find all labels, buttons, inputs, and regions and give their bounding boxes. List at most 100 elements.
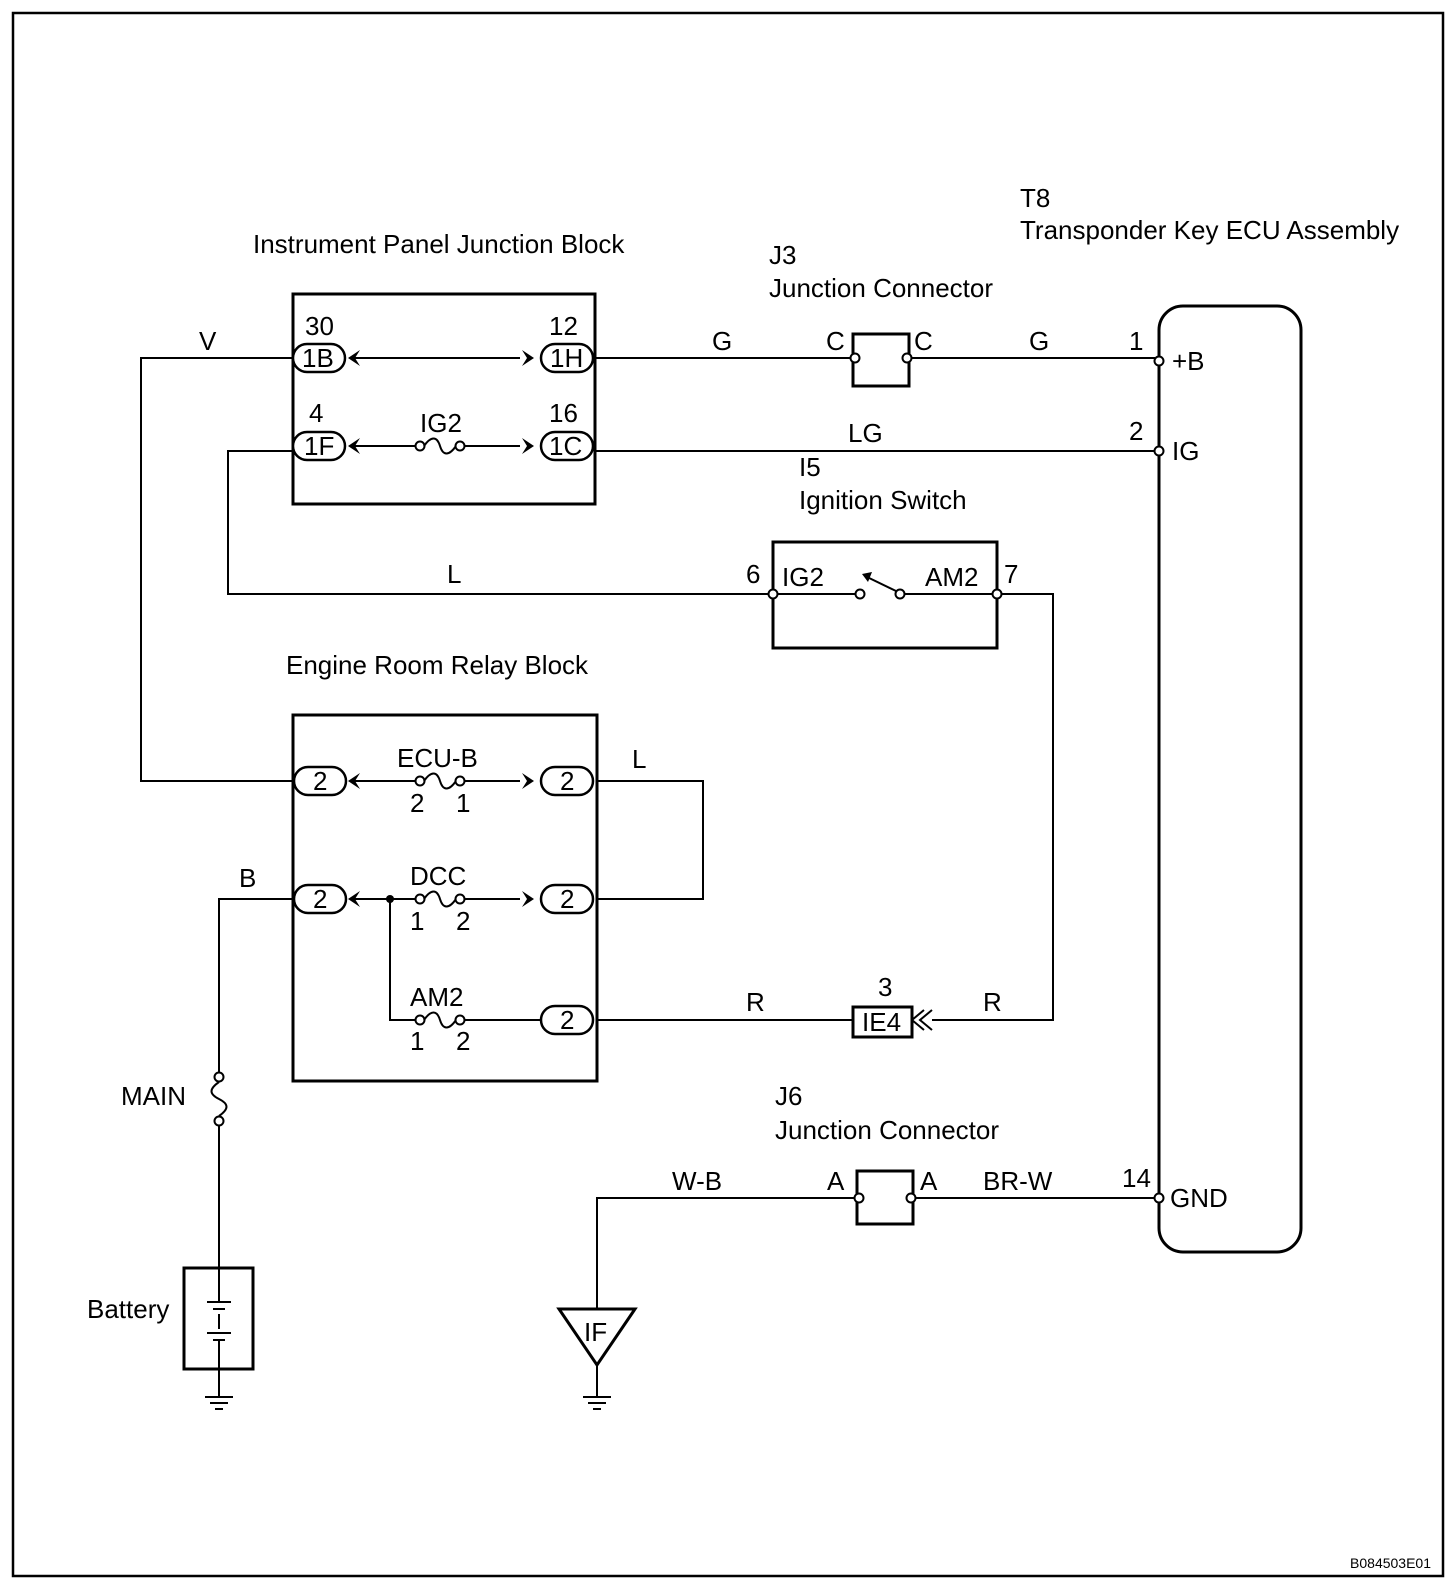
j6-id: J6 (775, 1081, 802, 1111)
i5-pin-7-icon (991, 588, 1003, 600)
fuse-am2-label: AM2 (410, 982, 463, 1012)
wire-l-ig-label: L (447, 559, 461, 589)
ipjb-title: Instrument Panel Junction Block (253, 229, 625, 259)
t8-pin-14-icon (1153, 1192, 1165, 1204)
errb-connector-dcc-right-label: 2 (560, 884, 574, 914)
main-fuse-label: MAIN (121, 1081, 186, 1111)
wire-r-right (932, 593, 1054, 1021)
arrow-dcc-right (522, 891, 534, 907)
i5-pin-7-num: 7 (1004, 559, 1018, 589)
t8-pin-14-num: 14 (1122, 1163, 1151, 1193)
connector-1c-label: 1C (549, 431, 582, 461)
t8-name: Transponder Key ECU Assembly (1020, 215, 1399, 245)
diagram-frame (11, 11, 1445, 1578)
j3-connector-body (851, 332, 911, 388)
j6-connector-body (855, 1169, 915, 1226)
wire-r-left-label: R (746, 987, 765, 1017)
fuse-dcc-label: DCC (410, 861, 466, 891)
wire-g-right-label: G (1029, 326, 1049, 356)
ie4-female-terminal-icon (910, 1009, 933, 1031)
fuse-dcc-right-pin: 2 (456, 906, 470, 936)
fuse-dcc-icon (414, 890, 466, 908)
arrow-1c (522, 438, 534, 454)
t8-pin-2-term: IG (1172, 436, 1199, 466)
battery-ground-icon (205, 1369, 233, 1410)
fuse-am2-left-pin: 1 (410, 1026, 424, 1056)
wire-g-left-label: G (712, 326, 732, 356)
errb-wire-splice-am2 (389, 899, 417, 1021)
j6-pin-right-icon (905, 1192, 917, 1204)
t8-pin-14-term: GND (1170, 1183, 1228, 1213)
fuse-ig2-icon (414, 437, 466, 455)
wire-wb (596, 1197, 855, 1309)
t8-pin-2-icon (1153, 445, 1165, 457)
wire-v (140, 357, 293, 782)
wire-l-ig (227, 450, 769, 595)
ground-if-label: IF (584, 1317, 607, 1347)
fuse-am2-right-pin: 2 (456, 1026, 470, 1056)
ignition-switch-contact-icon (777, 572, 993, 600)
wire-l-dcc-label: L (632, 744, 646, 774)
i5-term-ig2: IG2 (782, 562, 824, 592)
wire-b-label: B (239, 863, 256, 893)
j6-pin-left-label: A (827, 1166, 845, 1196)
i5-pin-6-num: 6 (746, 559, 760, 589)
t8-pin-2-num: 2 (1129, 416, 1143, 446)
t8-ecu-body (1157, 304, 1303, 1254)
ipjb-pin-4: 4 (309, 398, 323, 428)
ipjb-pin-12: 12 (549, 311, 578, 341)
wire-l-dcc (597, 780, 704, 900)
arrow-1h (522, 350, 534, 366)
ie4-pin: 3 (878, 972, 892, 1002)
j3-name: Junction Connector (769, 273, 993, 303)
wire-v-label: V (199, 326, 217, 356)
fuse-ecub-label: ECU-B (397, 743, 478, 773)
ipjb-box (291, 292, 597, 506)
t8-pin-1-num: 1 (1129, 326, 1143, 356)
wire-lg-label: LG (848, 418, 883, 448)
ipjb-pin-30: 30 (305, 311, 334, 341)
j3-id: J3 (769, 240, 796, 270)
j6-pin-left-icon (853, 1192, 865, 1204)
errb-connector-dcc-left-label: 2 (313, 884, 327, 914)
fuse-ecub-right-pin: 1 (456, 788, 470, 818)
j6-pin-right-label: A (920, 1166, 938, 1196)
main-fuse-icon (210, 1071, 228, 1127)
fuse-ig2-label: IG2 (420, 408, 462, 438)
wire-r-right-label: R (983, 987, 1002, 1017)
j3-pin-right-icon (901, 352, 913, 364)
fuse-ecub-left-pin: 2 (410, 788, 424, 818)
t8-pin-1-term: +B (1172, 346, 1205, 376)
i5-pin-6-icon (767, 588, 779, 600)
battery-label: Battery (87, 1294, 169, 1324)
connector-1f-label: 1F (304, 431, 334, 461)
connector-1b-label: 1B (302, 343, 334, 373)
wire-b (218, 898, 293, 1072)
errb-title: Engine Room Relay Block (286, 650, 589, 680)
ie4-id: IE4 (862, 1007, 901, 1037)
ipjb-pin-16: 16 (549, 398, 578, 428)
j3-pin-left-icon (849, 352, 861, 364)
wire-wb-label: W-B (672, 1166, 722, 1196)
arrow-ecub-right (522, 773, 534, 789)
fuse-am2-icon (414, 1011, 466, 1029)
connector-1h-label: 1H (550, 343, 583, 373)
i5-id: I5 (799, 452, 821, 482)
fuse-dcc-left-pin: 1 (410, 906, 424, 936)
wire-brw-label: BR-W (983, 1166, 1053, 1196)
j3-pin-right-label: C (914, 326, 933, 356)
errb-connector-ecub-right-label: 2 (560, 766, 574, 796)
fuse-ecub-icon (414, 772, 466, 790)
t8-id: T8 (1020, 183, 1050, 213)
t8-pin-1-icon (1153, 355, 1165, 367)
i5-name: Ignition Switch (799, 485, 967, 515)
j3-pin-left-label: C (826, 326, 845, 356)
ground-if-icon (583, 1365, 611, 1410)
j6-name: Junction Connector (775, 1115, 999, 1145)
errb-connector-am2-right-label: 2 (560, 1005, 574, 1035)
battery-icon (207, 1268, 231, 1369)
errb-connector-ecub-left-label: 2 (313, 766, 327, 796)
drawing-code: B084503E01 (1350, 1555, 1431, 1571)
